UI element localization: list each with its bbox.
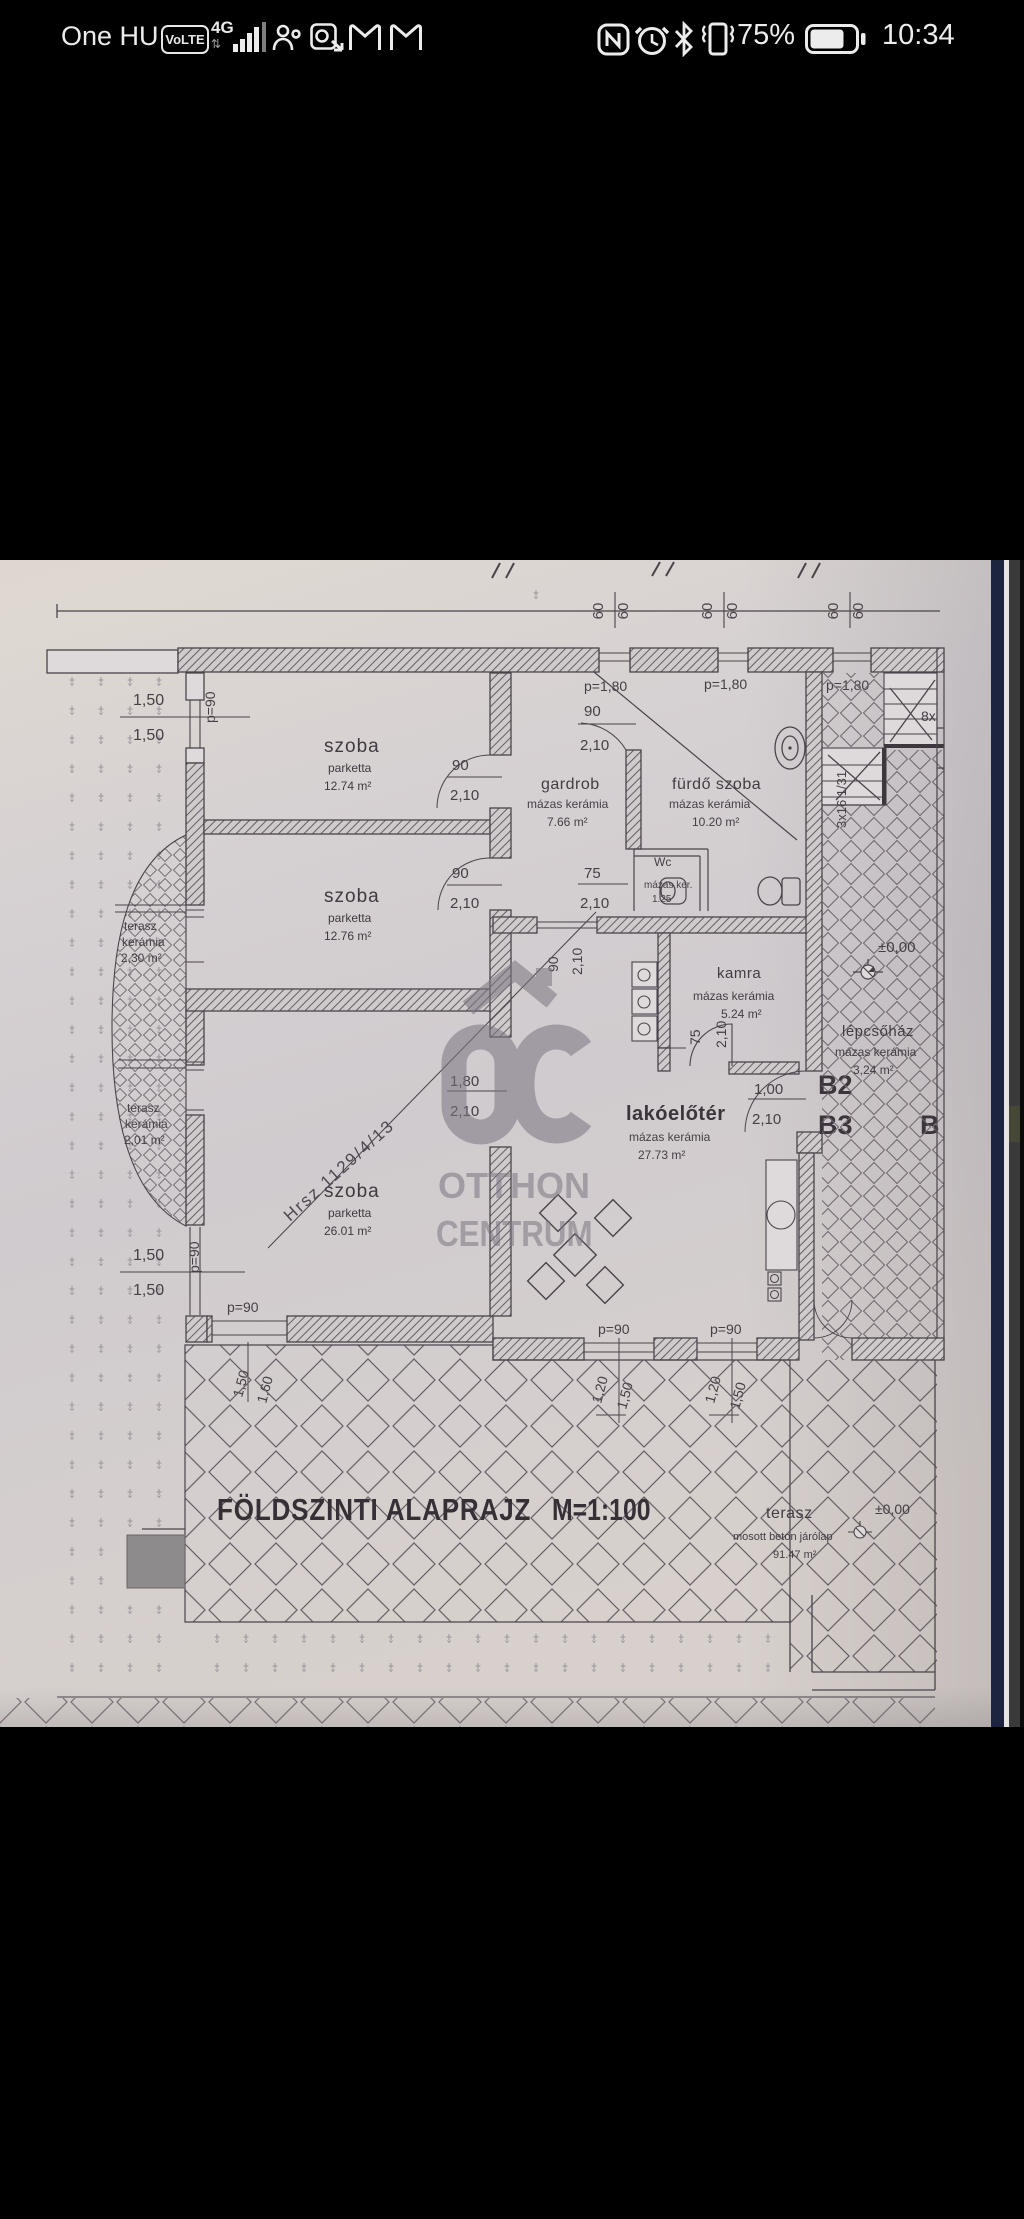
- svg-text:parketta: parketta: [328, 911, 372, 925]
- svg-text:26.01 m²: 26.01 m²: [324, 1224, 371, 1238]
- svg-text:terasz: terasz: [766, 1505, 813, 1522]
- svg-text:±0,00: ±0,00: [878, 939, 915, 956]
- svg-text:p=90: p=90: [202, 691, 218, 723]
- svg-text:p=90: p=90: [710, 1321, 742, 1337]
- svg-text:terasz: terasz: [124, 919, 157, 933]
- svg-text:OTTHON: OTTHON: [438, 1165, 590, 1206]
- svg-text:terasz: terasz: [127, 1101, 160, 1115]
- svg-text:kerámia: kerámia: [125, 1117, 168, 1131]
- svg-text:1,50: 1,50: [133, 1282, 164, 1299]
- svg-text:2,10: 2,10: [569, 948, 585, 975]
- svg-text:1,50: 1,50: [133, 727, 164, 744]
- svg-text:mázas kerámia: mázas kerámia: [629, 1130, 711, 1144]
- svg-text:12.76 m²: 12.76 m²: [324, 929, 371, 943]
- svg-text:90: 90: [584, 703, 601, 720]
- svg-text:90: 90: [452, 757, 469, 774]
- svg-text:3,24 m²: 3,24 m²: [853, 1063, 894, 1077]
- svg-text:2,10: 2,10: [580, 895, 609, 912]
- svg-text:60: 60: [825, 603, 842, 620]
- svg-text:szoba: szoba: [324, 736, 380, 757]
- svg-text:p=90: p=90: [598, 1321, 630, 1337]
- svg-text:2,10: 2,10: [752, 1111, 781, 1128]
- svg-text:2,10: 2,10: [580, 737, 609, 754]
- svg-text:1,50: 1,50: [133, 692, 164, 709]
- svg-text:kerámia: kerámia: [122, 935, 165, 949]
- svg-text:1,00: 1,00: [754, 1081, 783, 1098]
- svg-text:fürdő szoba: fürdő szoba: [672, 776, 761, 793]
- svg-text:parketta: parketta: [328, 761, 372, 775]
- svg-text:szoba: szoba: [324, 1181, 380, 1202]
- svg-text:2,10: 2,10: [450, 787, 479, 804]
- svg-text:12.74 m²: 12.74 m²: [324, 779, 371, 793]
- svg-text:CENTRUM: CENTRUM: [436, 1214, 593, 1255]
- svg-text:27.73 m²: 27.73 m²: [638, 1148, 685, 1162]
- svg-text:mosott beton járólap: mosott beton járólap: [733, 1531, 833, 1543]
- svg-text:gardrob: gardrob: [541, 776, 600, 793]
- svg-text:1.25: 1.25: [652, 894, 672, 905]
- svg-text:7.66 m²: 7.66 m²: [547, 815, 588, 829]
- svg-text:p=90: p=90: [186, 1241, 202, 1273]
- svg-text:mázas kerámia: mázas kerámia: [527, 797, 609, 811]
- svg-text:75: 75: [584, 865, 601, 882]
- svg-text:lépcsőház: lépcsőház: [842, 1023, 914, 1040]
- svg-text:kamra: kamra: [717, 965, 761, 982]
- svg-text:10.20 m²: 10.20 m²: [692, 815, 739, 829]
- svg-text:p=1,80: p=1,80: [584, 678, 627, 694]
- svg-text:parketta: parketta: [328, 1206, 372, 1220]
- svg-text:5.24 m²: 5.24 m²: [721, 1007, 762, 1021]
- svg-text:1,50: 1,50: [133, 1247, 164, 1264]
- svg-text:p=90: p=90: [227, 1299, 259, 1315]
- svg-text:2,10: 2,10: [450, 895, 479, 912]
- svg-text:91.47 m²: 91.47 m²: [773, 1549, 817, 1561]
- svg-text:60: 60: [850, 603, 867, 620]
- svg-text:mázas ker.: mázas ker.: [644, 880, 692, 891]
- svg-text:mázas kerámia: mázas kerámia: [693, 989, 775, 1003]
- svg-text:2,10: 2,10: [713, 1021, 729, 1048]
- svg-text:mázas kerámia: mázas kerámia: [835, 1045, 917, 1059]
- svg-text:M=1:100: M=1:100: [552, 1492, 651, 1526]
- svg-text:FÖLDSZINTI ALAPRAJZ: FÖLDSZINTI ALAPRAJZ: [217, 1492, 531, 1528]
- svg-text:75: 75: [687, 1029, 703, 1045]
- svg-text:3x16 1/31: 3x16 1/31: [834, 771, 849, 828]
- svg-text:60: 60: [615, 603, 632, 620]
- svg-text:lakóelőtér: lakóelőtér: [626, 1103, 725, 1125]
- svg-text:±0,00: ±0,00: [875, 1501, 910, 1517]
- svg-text:Wc: Wc: [654, 855, 671, 869]
- svg-text:90: 90: [452, 865, 469, 882]
- svg-text:szoba: szoba: [324, 886, 380, 907]
- svg-text:2,01 m²: 2,01 m²: [124, 1133, 165, 1147]
- svg-text:60: 60: [590, 603, 607, 620]
- svg-text:mázas kerámia: mázas kerámia: [669, 797, 751, 811]
- svg-text:60: 60: [724, 603, 741, 620]
- svg-text:8x: 8x: [921, 708, 936, 724]
- svg-text:2,30 m²: 2,30 m²: [121, 951, 162, 965]
- svg-text:p=1,80: p=1,80: [704, 676, 747, 692]
- svg-text:60: 60: [699, 603, 716, 620]
